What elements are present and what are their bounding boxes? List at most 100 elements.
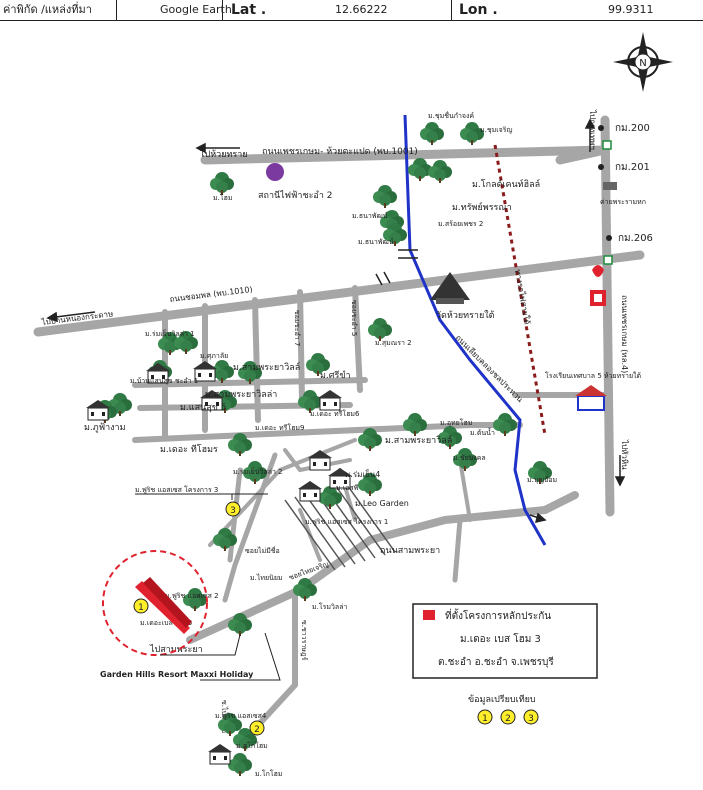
- legend-project-label: ม.เดอะ เบส โฮม 3: [460, 632, 541, 645]
- village-label: ม.โฮม: [213, 193, 233, 202]
- village-label: ม.ร่มเย็น4: [345, 469, 380, 479]
- camp-label: ค่ายพระรามหก: [600, 198, 646, 206]
- comparison-item: 2: [505, 714, 511, 724]
- temple-label: วัดห้วยทรายใต้: [436, 310, 495, 321]
- village-label: ม.เดอะ ทรีโฮม9: [255, 423, 304, 432]
- housing-grid: [284, 481, 396, 571]
- km-206-label: กม.206: [618, 233, 653, 244]
- svg-text:2: 2: [254, 725, 260, 735]
- village-label: ม.ศรีขำ: [320, 370, 351, 381]
- river: [403, 114, 547, 546]
- school-icon: [575, 385, 607, 411]
- to-huay-sai-label: ไปห้วยทราย: [199, 149, 248, 160]
- source-label: ค่าพิกัด /แหล่งที่มา: [3, 3, 92, 16]
- village-label: ม.แสนสุข 5: [180, 403, 226, 413]
- village-label: ม.ธนาพัฒน์: [352, 212, 388, 220]
- sam-phraya-label: ถนนสามพระยา: [380, 546, 440, 556]
- village-label: ม.เดอะเบสโฮม 3: [140, 618, 192, 627]
- svg-text:3: 3: [230, 506, 236, 516]
- temple-icon: [430, 272, 470, 304]
- divider: [451, 0, 452, 20]
- village-label: ม.สามพระยาวิลล่า: [205, 389, 277, 400]
- village-label: ม.สามพระยาวิลล์: [233, 361, 300, 373]
- road-1001-label: ถนนเพชรเกษม- ห้วยตะแปด (พบ.1001): [262, 146, 418, 157]
- village-label: ม.ภูฟ้างาม: [84, 422, 126, 433]
- village-label: ม.Leo Garden: [355, 499, 409, 508]
- location-map: N: [33, 32, 673, 778]
- store-icon: [602, 140, 613, 265]
- to-sam-phraya-label: ไปสามพระยา: [149, 644, 203, 655]
- village-label: ม.สามพระยาวิลล์: [385, 434, 452, 446]
- comparison-item: 1: [482, 714, 488, 724]
- road-5-label: ซอยชะอำ 5: [350, 300, 358, 336]
- village-label: ม.ไทยนิยม: [250, 573, 283, 582]
- lon-label: Lon .: [459, 2, 498, 18]
- village-label: ม.โกลด์เคนท์ฮิลล์: [472, 178, 540, 190]
- village-label: ม.บ้านแสนสุข ชะอำ 1: [130, 377, 198, 385]
- village-label: ม.ชุมเจริญ: [480, 126, 512, 134]
- compass-letter: N: [639, 58, 646, 69]
- rail-label: ทางรถไฟสายใต้: [513, 269, 532, 325]
- divider: [116, 0, 117, 20]
- lat-label: Lat .: [231, 2, 267, 18]
- village-label: ม.ศุภาลัย: [200, 352, 228, 360]
- substation-label: สถานีไฟฟ้าชะอำ 2: [258, 190, 332, 201]
- marker-3: 3: [225, 501, 241, 517]
- to-bangkok-label: ไปกรุงเทพฯ: [588, 109, 597, 150]
- village-label: ม.ฟูริช แอสเซส โครงการ 3: [135, 485, 218, 494]
- village-label: ม.ร่มเย็นวิลล่า 1: [145, 329, 195, 338]
- marker-2: 2: [249, 720, 265, 736]
- road-sam-phraya: [186, 506, 549, 644]
- coordinate-header: ค่าพิกัด /แหล่งที่มา Google Earth Lat . …: [0, 0, 703, 21]
- comparison-title: ข้อมูลเปรียบเทียบ: [468, 694, 536, 705]
- village-label: ม.ต้นน้ำ: [470, 426, 495, 437]
- compass-icon: N: [613, 32, 673, 92]
- village-label: ม.เดอะ ทีโฮมร: [160, 444, 218, 455]
- to-hua-hin-label: ไปหัวหิน: [620, 439, 629, 470]
- village-label: ซอยไม่มีชื่อ: [245, 546, 280, 555]
- village-label: ม.สุมณรา 2: [375, 339, 412, 347]
- village-label: ม.โรมวิลล่า: [312, 602, 347, 611]
- legend-address-label: ต.ชะอำ อ.ชะอำ จ.เพชรบุรี: [438, 656, 554, 668]
- village-label: ม.ร่มเย็นวิลล่า 2: [233, 467, 283, 476]
- legend-swatch: [423, 610, 435, 620]
- camp-icon: [603, 182, 617, 190]
- soi-chaorat-label: ซ.ชาวราษฎร์: [300, 620, 308, 661]
- village-houses: [85, 360, 353, 765]
- substation-icon: [266, 163, 284, 181]
- village-label: ม.ทรัพย์พรรณา: [452, 201, 512, 213]
- legend-item-label: ที่ตั้งโครงการหลักประกัน: [445, 608, 551, 622]
- fuel-station-icon: [590, 265, 606, 306]
- road-1010: [33, 250, 645, 337]
- road-1010-label: ถนนชอมพล (พบ.1010): [169, 285, 253, 304]
- village-label: ม.สุโกโฮม: [236, 741, 268, 750]
- km-201-label: กม.201: [615, 162, 650, 173]
- project-location: [102, 550, 208, 656]
- village-label: ม.ฟูริช แอสเซส 2: [165, 592, 219, 600]
- village-label: ม.ชุมชื่นกำจงค์: [428, 111, 474, 120]
- village-label: ม.เอสพี: [336, 484, 359, 492]
- village-label: ม.ฟูริช แอสเซส4: [215, 712, 267, 720]
- km-200-label: กม.200: [615, 123, 650, 134]
- village-label: ม.เดอะ ทรีโฮม6: [310, 409, 360, 418]
- village-label: ม.บุญย้อม: [527, 476, 557, 484]
- road-highway: [600, 115, 615, 517]
- lon-value: 99.9311: [608, 3, 654, 16]
- comparison-markers: 1 2 3: [133, 501, 265, 736]
- comparison-item: 3: [528, 714, 534, 724]
- village-label: ม.ธนาพัฒน์: [358, 238, 394, 246]
- source-value: Google Earth: [160, 3, 232, 16]
- railway: [493, 144, 547, 436]
- village-label: ม.สร้อยเพชร 2: [438, 220, 483, 228]
- road-7-label: ซอยชะอำ 7: [293, 310, 301, 346]
- highway-label: ถนนเพชรเกษม (ทล.4): [620, 295, 629, 373]
- village-label: ม.โกโฮม: [255, 769, 282, 778]
- lat-value: 12.66222: [335, 3, 388, 16]
- project-callout-label: Garden Hills Resort Maxxi Holiday: [100, 670, 254, 679]
- legend-box: ที่ตั้งโครงการหลักประกัน ม.เดอะ เบส โฮม …: [412, 603, 598, 679]
- marker-1: 1: [133, 598, 149, 614]
- svg-text:1: 1: [138, 603, 144, 613]
- school-label: โรงเรียนเทศบาล 5 ห้วยทรายใต้: [545, 371, 641, 380]
- comparison-legend: ข้อมูลเปรียบเทียบ 1 2 3: [468, 694, 539, 725]
- village-label: ม.ชัยมงคล: [453, 454, 486, 462]
